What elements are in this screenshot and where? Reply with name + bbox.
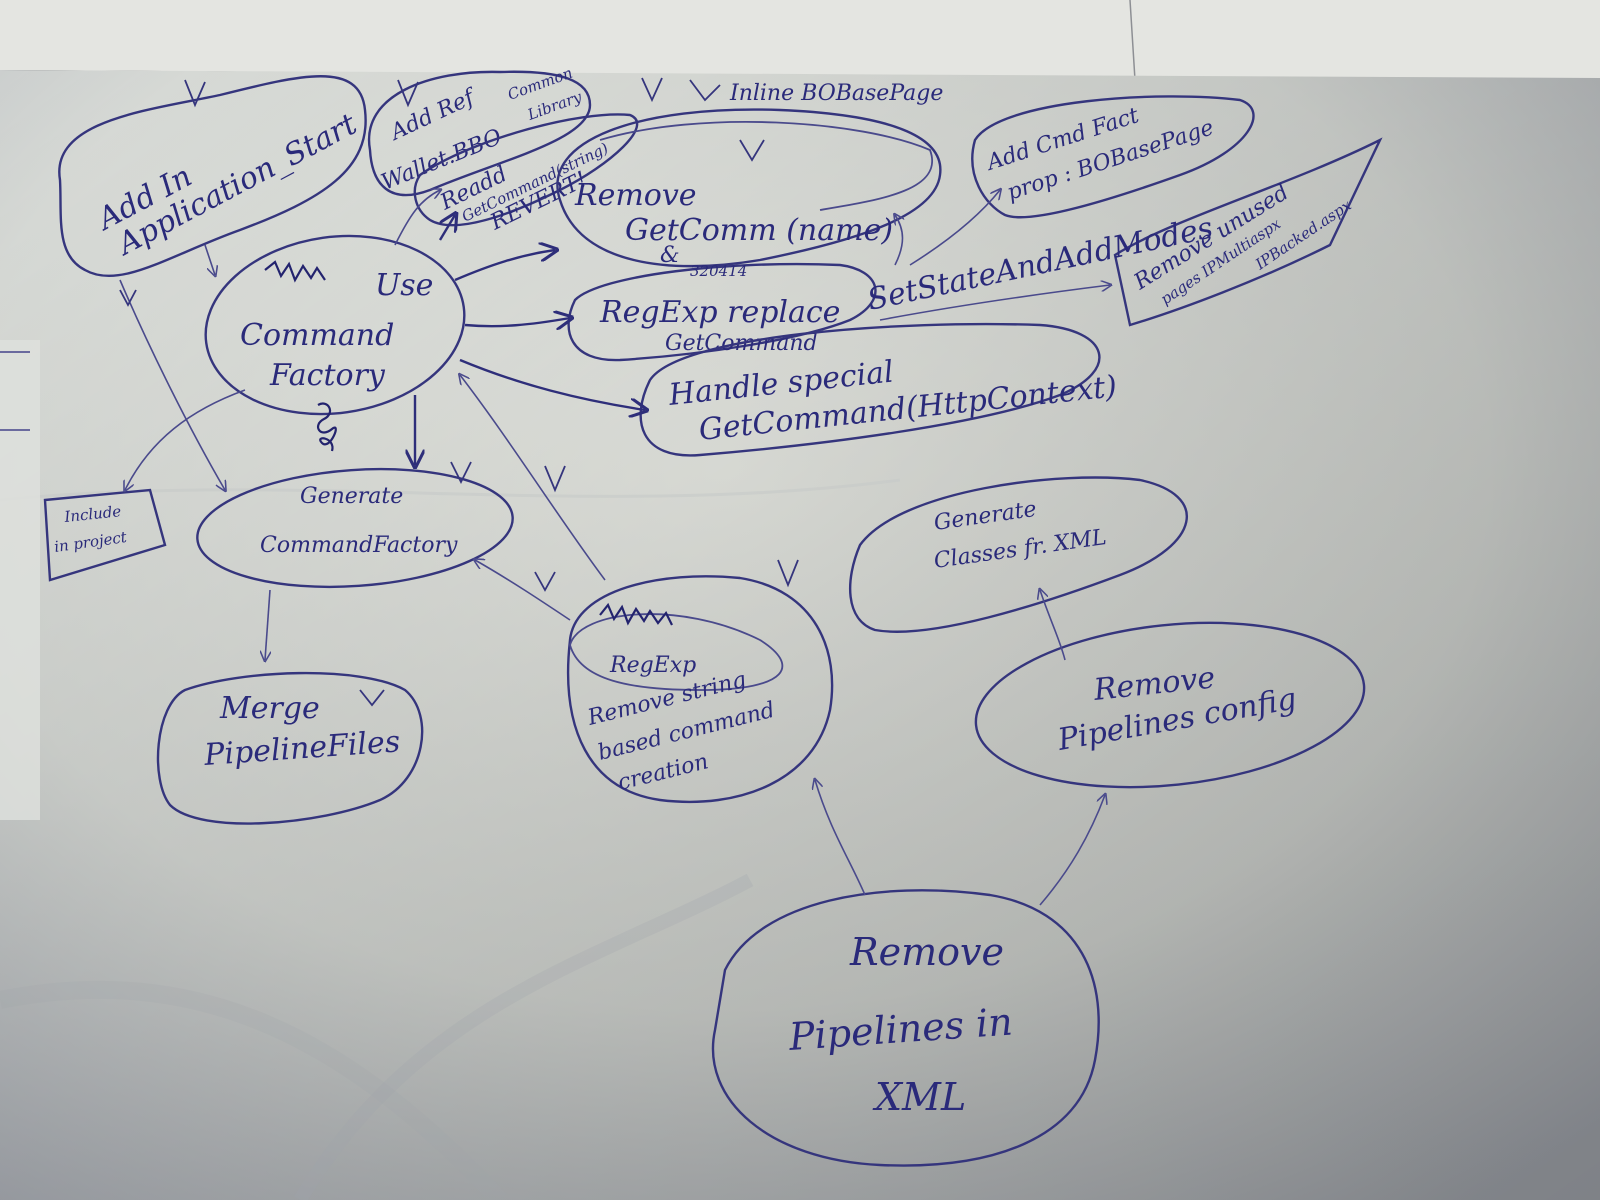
- use-command-factory-line2: Command: [240, 318, 394, 353]
- use-command-factory-line1: Use: [375, 268, 433, 303]
- remove-xml-line3: XML: [872, 1075, 966, 1119]
- note-remove-getcommand: Remove GetComm (name) &: [556, 108, 942, 268]
- remove-getcommand-line2: GetComm (name): [625, 213, 893, 248]
- use-command-factory-line3: Factory: [269, 358, 386, 393]
- remove-string-top: RegExp: [609, 653, 696, 678]
- generate-cf-line1: Generate: [300, 484, 403, 509]
- regexp-stamp: 320414: [690, 262, 747, 280]
- remove-xml-line1: Remove: [849, 930, 1004, 974]
- remove-getcommand-line1: Remove: [574, 178, 697, 213]
- remove-getcommand-line3: &: [660, 243, 680, 268]
- merge-line1: Merge: [219, 691, 320, 726]
- note-use-command-factory: Use Command Factory: [204, 234, 466, 416]
- note-generate-command-factory: Generate CommandFactory: [196, 467, 514, 589]
- include-line1: Include: [63, 502, 123, 526]
- inline-bobasepage-text: Inline BOBasePage: [729, 81, 943, 106]
- note-inline-bobasepage: Inline BOBasePage: [689, 79, 943, 106]
- generate-cf-line2: CommandFactory: [260, 533, 458, 558]
- back-paper-sheet: [0, 0, 1600, 81]
- paper-sheet: [0, 70, 1600, 1200]
- regexp-line1: RegExp replace: [599, 295, 840, 330]
- connector-arrows: [119, 77, 1110, 906]
